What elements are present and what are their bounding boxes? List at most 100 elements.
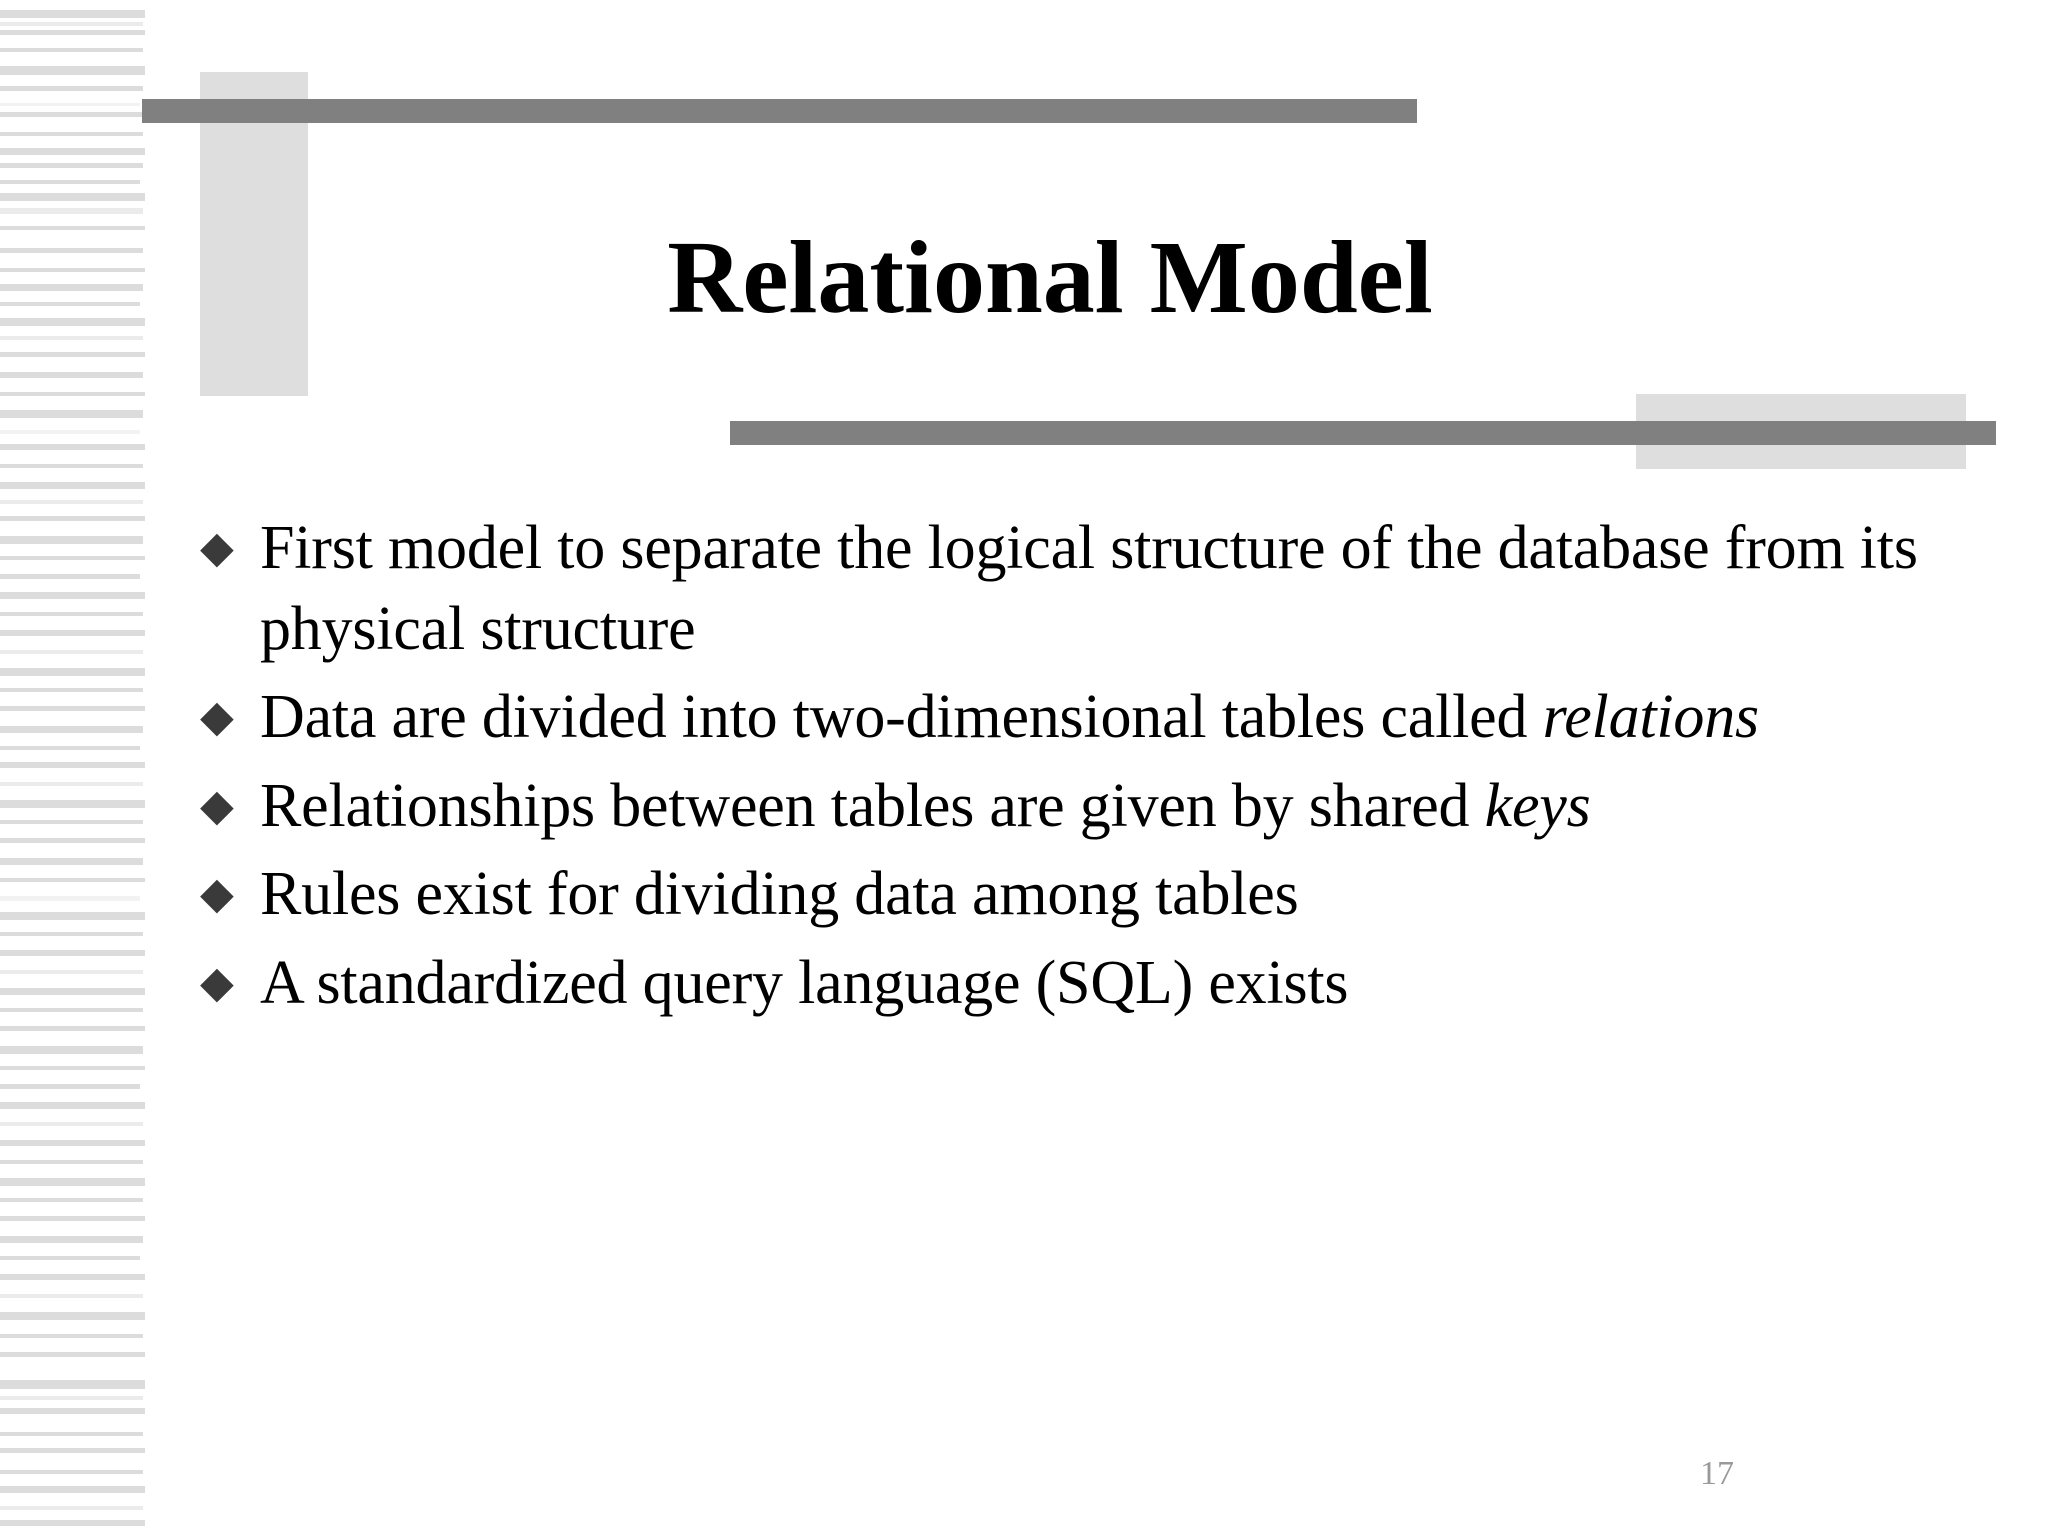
bullet-item: ◆ Rules exist for dividing data among tab… [200, 854, 1960, 935]
decorative-stripe [0, 30, 145, 35]
bullet-text: Relationships between tables are given b… [260, 771, 1591, 840]
decorative-stripe [0, 302, 140, 306]
decorative-stripe [0, 482, 145, 489]
decorative-stripe-band [0, 0, 150, 1536]
decorative-stripe [0, 372, 143, 378]
decorative-stripe [0, 352, 145, 357]
bullet-emphasis: keys [1484, 771, 1591, 840]
decorative-stripe [0, 970, 143, 974]
decorative-block-left [200, 72, 308, 396]
bullet-emphasis: relations [1542, 683, 1760, 752]
decorative-stripe [0, 336, 143, 340]
decorative-stripe [0, 574, 140, 579]
bullet-item: ◆ Data are divided into two-dimensional t… [200, 677, 1960, 758]
decorative-stripe [0, 1008, 143, 1012]
decorative-stripe [0, 1216, 145, 1221]
decorative-stripe [0, 1380, 145, 1389]
decorative-stripe [0, 48, 143, 52]
decorative-stripe [0, 500, 143, 504]
decorative-stripe [0, 163, 143, 168]
decorative-stripe [0, 1026, 145, 1031]
decorative-stripe [0, 132, 143, 136]
decorative-stripe [0, 1102, 145, 1109]
decorative-stripe [0, 284, 143, 291]
decorative-stripe [0, 1178, 145, 1186]
decorative-stripe [0, 668, 145, 676]
decorative-stripe [0, 726, 143, 733]
decorative-stripe [0, 392, 145, 396]
decorative-stripe [0, 878, 145, 882]
decorative-stripe [0, 800, 145, 808]
decorative-stripe [0, 650, 143, 654]
bullet-item: ◆ First model to separate the logical str… [200, 508, 1960, 669]
decorative-stripe [0, 193, 145, 201]
bullet-text: Data are divided into two-dimensional ta… [260, 683, 1760, 752]
decorative-stripe [0, 208, 143, 214]
decorative-stripe [0, 1408, 145, 1414]
decorative-stripe [0, 746, 140, 750]
decorative-stripe [0, 782, 143, 786]
bullet-list: ◆ First model to separate the logical str… [200, 508, 1960, 1032]
decorative-stripe [0, 1046, 143, 1054]
diamond-bullet-icon: ◆ [200, 691, 234, 743]
decorative-stripe [0, 1334, 143, 1338]
bullet-text: A standardized query language (SQL) exis… [260, 948, 1349, 1017]
decorative-stripe [0, 226, 145, 230]
decorative-stripe [0, 10, 145, 18]
decorative-stripe [0, 858, 143, 865]
decorative-stripe [0, 556, 145, 560]
page-number: 17 [1700, 1455, 1734, 1492]
decorative-stripe [0, 820, 143, 824]
decorative-stripe [0, 1470, 143, 1474]
decorative-stripe [0, 516, 145, 521]
decorative-stripe [0, 430, 140, 434]
decorative-stripe [0, 932, 143, 936]
decorative-stripe [0, 1520, 145, 1526]
decorative-stripe [0, 1140, 145, 1146]
decorative-stripe [0, 1236, 143, 1243]
decorative-bar-bottom [730, 421, 1996, 445]
decorative-stripe [0, 410, 143, 418]
decorative-stripe [0, 612, 143, 616]
decorative-stripe [0, 1432, 143, 1436]
decorative-stripe [0, 464, 143, 468]
decorative-stripe [0, 1294, 143, 1298]
slide-title: Relational Model [667, 219, 1433, 335]
decorative-stripe [0, 180, 140, 184]
decorative-stripe [0, 148, 145, 155]
decorative-stripe [0, 950, 145, 956]
decorative-stripe [0, 1486, 145, 1493]
decorative-stripe [0, 103, 140, 106]
decorative-stripe [0, 706, 145, 711]
decorative-stripe [0, 1352, 145, 1357]
diamond-bullet-icon: ◆ [200, 779, 234, 831]
decorative-stripe [0, 1084, 140, 1089]
decorative-stripe [0, 762, 145, 768]
decorative-stripe [0, 1198, 143, 1202]
decorative-stripe [0, 630, 145, 636]
decorative-stripe [0, 1396, 143, 1400]
decorative-stripe [0, 592, 145, 599]
decorative-stripe [0, 112, 145, 117]
decorative-stripe [0, 688, 143, 692]
bullet-item: ◆A standardized query language (SQL) exi… [200, 943, 1960, 1024]
bullet-text: Rules exist for dividing data among tabl… [260, 860, 1299, 929]
decorative-stripe [0, 1066, 145, 1070]
decorative-stripe [0, 1274, 145, 1280]
decorative-bar-top [142, 99, 1417, 123]
bullet-item: ◆ Relationships between tables are given … [200, 766, 1960, 847]
decorative-stripe [0, 988, 145, 995]
decorative-stripe [0, 248, 143, 253]
decorative-stripe [0, 1256, 140, 1260]
bullet-text: First model to separate the logical stru… [260, 514, 1918, 663]
decorative-stripe [0, 912, 145, 920]
decorative-stripe [0, 1506, 143, 1510]
decorative-stripe [0, 444, 145, 450]
decorative-stripe [0, 838, 145, 843]
diamond-bullet-icon: ◆ [200, 522, 234, 573]
decorative-stripe [0, 268, 145, 272]
decorative-stripe [0, 66, 145, 75]
decorative-stripe [0, 896, 140, 901]
decorative-stripe [0, 86, 143, 91]
diamond-bullet-icon: ◆ [200, 868, 234, 920]
